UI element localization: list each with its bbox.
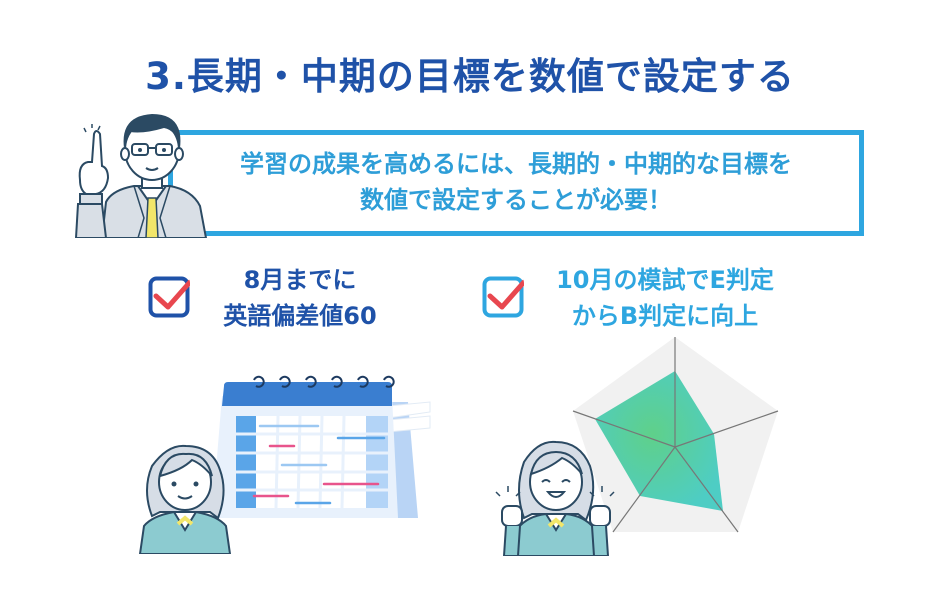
goal-1-text: 8月までに 英語偏差値60 <box>205 262 395 334</box>
goal-2-line-2: からB判定に向上 <box>571 302 759 330</box>
checkbox-checked-icon <box>482 276 524 318</box>
cheering-student-illustration <box>495 440 615 556</box>
student-illustration <box>138 444 232 554</box>
callout-box <box>168 130 864 236</box>
goal-1-line-2: 英語偏差値60 <box>223 302 377 330</box>
man-pointing-illustration <box>74 114 208 238</box>
calendar-illustration <box>212 375 431 518</box>
page-title: 3.長期・中期の目標を数値で設定する <box>145 55 795 98</box>
callout-line-1: 学習の成果を高めるには、長期的・中期的な目標を <box>240 150 792 178</box>
goal-2-line-1: 10月の模試でE判定 <box>556 266 774 294</box>
goal-1-line-1: 8月までに <box>243 266 357 294</box>
checkbox-checked-icon <box>148 276 190 318</box>
goal-2-text: 10月の模試でE判定 からB判定に向上 <box>535 262 795 334</box>
callout-line-2: 数値で設定することが必要！ <box>360 186 672 214</box>
radar-chart-illustration <box>572 337 779 533</box>
callout-text: 学習の成果を高めるには、長期的・中期的な目標を 数値で設定することが必要！ <box>168 146 864 218</box>
